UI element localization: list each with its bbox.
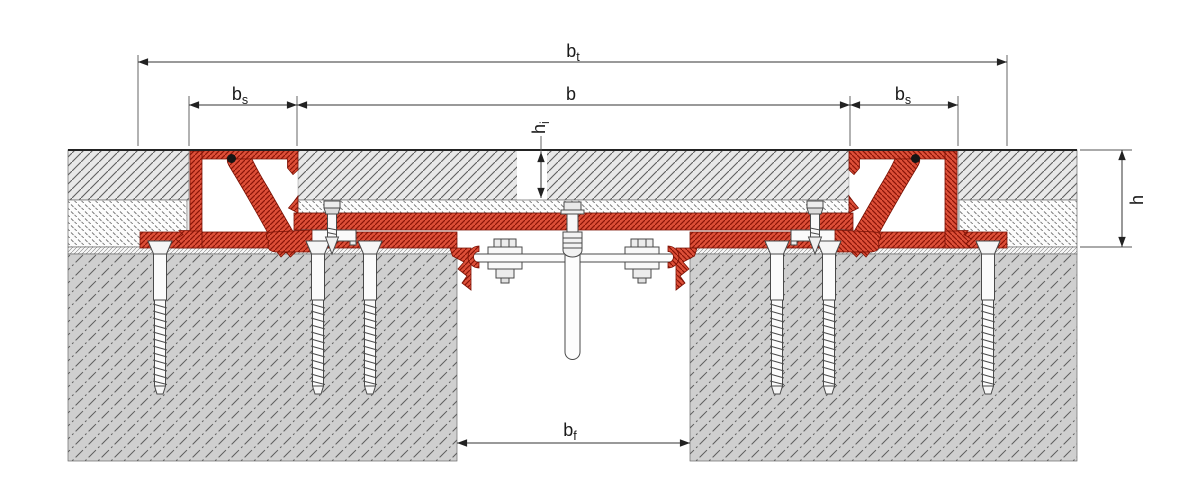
center-bolt <box>560 201 585 258</box>
dim-label-bt: bt <box>566 41 580 64</box>
dim-label-h: h <box>1127 195 1147 205</box>
dim-label-b: b <box>566 84 576 104</box>
dim-label-bs-left: bs <box>232 84 248 107</box>
infill-screed-center <box>296 149 851 201</box>
hatch-interruption-band <box>517 150 547 200</box>
dimensions: bt bs b bs hi h bf <box>137 41 1147 447</box>
dim-label-hi: hi <box>529 121 552 134</box>
pendulum-rod <box>564 231 581 360</box>
dim-label-bf: bf <box>563 420 577 443</box>
floor-structure <box>67 149 1078 462</box>
dim-label-bs-right: bs <box>895 84 911 107</box>
concrete-slab-right <box>689 253 1078 462</box>
screed-right <box>957 149 1078 201</box>
concrete-slab-left <box>67 253 458 462</box>
screed-left <box>67 149 190 201</box>
